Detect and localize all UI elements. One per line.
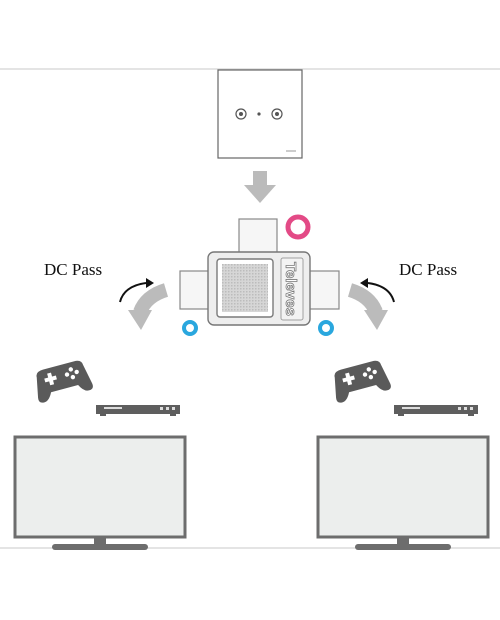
output-marker-right <box>318 320 334 336</box>
dc-pass-label-left: DC Pass <box>44 260 103 279</box>
flow-arrow-right-icon <box>347 283 388 330</box>
brand-label: Televes <box>282 262 299 316</box>
splitter-icon: Televes <box>179 218 340 326</box>
gamepad-left-icon <box>36 360 93 403</box>
down-arrow-icon <box>244 171 276 203</box>
dc-pass-label-right: DC Pass <box>399 260 458 279</box>
input-marker <box>285 214 311 240</box>
receiver-right-icon <box>394 405 478 416</box>
flow-arrow-left-icon <box>128 283 169 330</box>
curved-arrow-left-icon <box>119 278 154 303</box>
output-marker-left <box>182 320 198 336</box>
tv-right-icon <box>316 435 490 550</box>
gamepad-right-icon <box>334 360 391 403</box>
receiver-left-icon <box>96 405 180 416</box>
curved-arrow-right-icon <box>360 278 395 303</box>
tv-left-icon <box>13 435 187 550</box>
wall-socket-icon <box>217 69 303 159</box>
